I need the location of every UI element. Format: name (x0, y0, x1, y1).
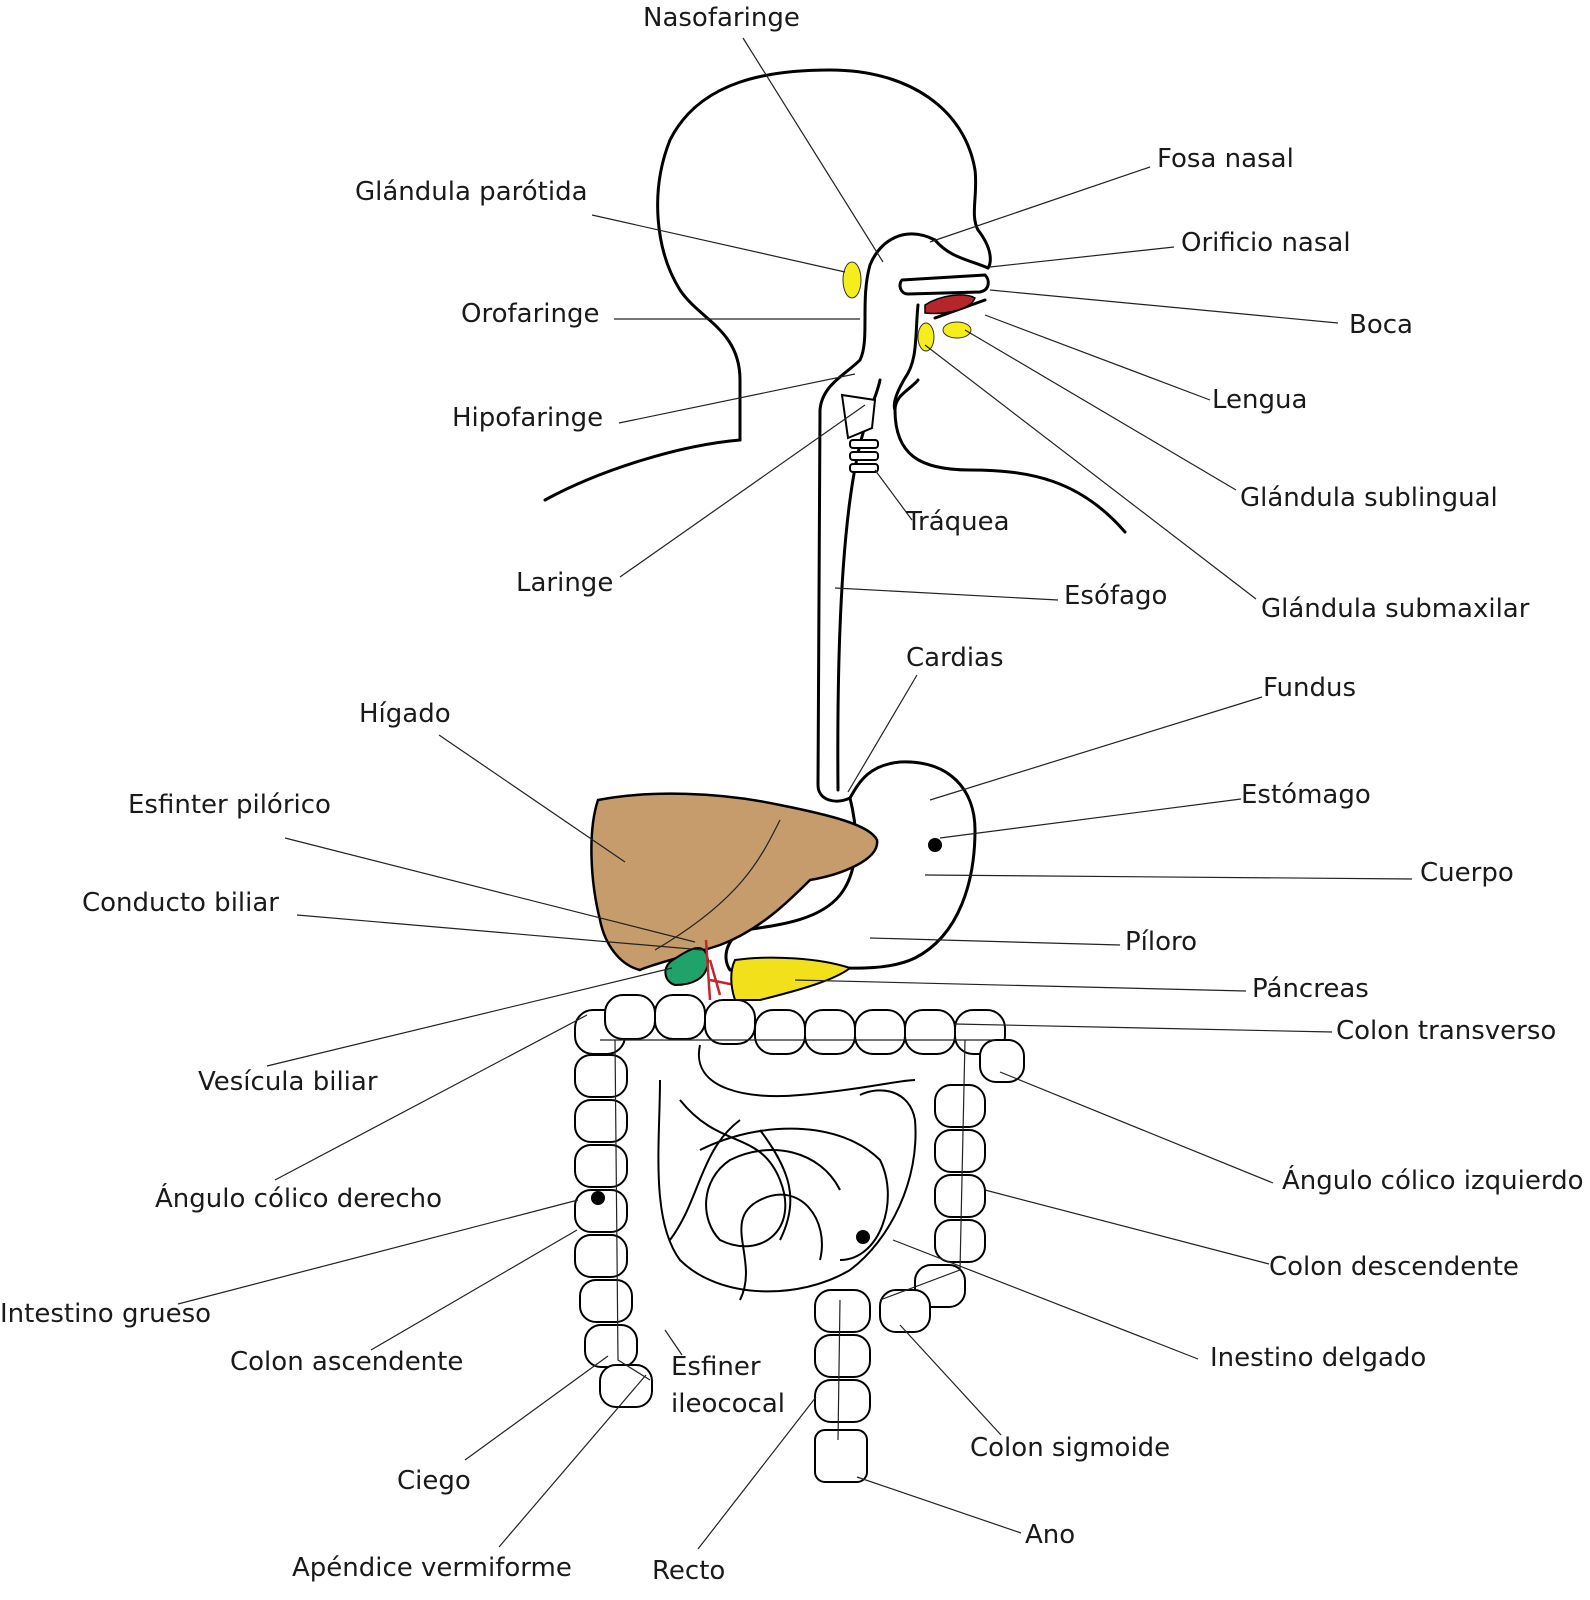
label-esfiner-ileococal-line2: ileococal (671, 1389, 785, 1419)
large-intestine (574, 994, 1025, 1483)
parotid-gland (842, 261, 862, 299)
label-boca: Boca (1349, 310, 1413, 340)
label-cuerpo: Cuerpo (1420, 858, 1514, 888)
label-colon-sigmoide: Colon sigmoide (970, 1433, 1170, 1463)
label-recto: Recto (652, 1556, 725, 1586)
label-orificio-nasal: Orificio nasal (1181, 228, 1351, 258)
labels: Nasofaringe Glándula parótida Fosa nasal… (0, 3, 1583, 1586)
gallbladder (664, 947, 710, 987)
small-intestine-marker-dot (856, 1230, 870, 1244)
label-hipofaringe: Hipofaringe (452, 403, 603, 433)
label-esfiner-ileococal-line1: Esfiner (671, 1352, 761, 1382)
label-vesicula-biliar: Vesícula biliar (198, 1067, 378, 1097)
label-esfinter-pilorico: Esfinter pilórico (128, 790, 331, 820)
trachea (840, 393, 879, 473)
label-colon-ascendente: Colon ascendente (230, 1347, 463, 1377)
label-cardias: Cardias (906, 643, 1004, 673)
label-piloro: Píloro (1125, 927, 1197, 957)
label-glandula-submaxilar: Glándula submaxilar (1261, 594, 1530, 624)
label-ciego: Ciego (397, 1466, 471, 1496)
tongue (924, 294, 976, 315)
large-intestine-marker-dot (591, 1191, 605, 1205)
label-estomago: Estómago (1241, 780, 1371, 810)
label-intestino-grueso: Intestino grueso (0, 1299, 211, 1329)
submaxillary-gland (917, 322, 935, 352)
label-laringe: Laringe (516, 568, 613, 598)
liver (590, 792, 879, 972)
label-higado: Hígado (359, 699, 451, 729)
leader-lines (177, 37, 1413, 1550)
label-lengua: Lengua (1212, 385, 1307, 415)
label-fundus: Fundus (1263, 673, 1356, 703)
head-outline (543, 68, 1127, 803)
label-colon-descendente: Colon descendente (1269, 1252, 1519, 1282)
label-glandula-sublingual: Glándula sublingual (1240, 483, 1498, 513)
label-angulo-colico-izquierdo: Ángulo cólico izquierdo (1282, 1164, 1583, 1196)
stomach (724, 760, 977, 972)
label-orofaringe: Orofaringe (461, 299, 599, 329)
label-glandula-parotida: Glándula parótida (355, 177, 588, 207)
colon-inner-line (600, 1039, 995, 1441)
label-esofago: Esófago (1064, 581, 1167, 611)
pancreas (730, 956, 853, 1001)
label-nasofaringe: Nasofaringe (643, 3, 800, 33)
stomach-marker-dot (928, 838, 942, 852)
label-colon-transverso: Colon transverso (1336, 1016, 1556, 1046)
sublingual-gland (942, 321, 972, 339)
label-fosa-nasal: Fosa nasal (1157, 144, 1294, 174)
label-pancreas: Páncreas (1252, 974, 1369, 1004)
label-angulo-colico-derecho: Ángulo cólico derecho (155, 1182, 442, 1214)
label-ano: Ano (1025, 1520, 1075, 1550)
label-conducto-biliar: Conducto biliar (82, 888, 279, 918)
label-traquea: Tráquea (905, 507, 1010, 537)
small-intestine (657, 1044, 917, 1301)
label-apendice-vermiforme: Apéndice vermiforme (292, 1553, 572, 1583)
label-inestino-delgado: Inestino delgado (1210, 1343, 1426, 1373)
